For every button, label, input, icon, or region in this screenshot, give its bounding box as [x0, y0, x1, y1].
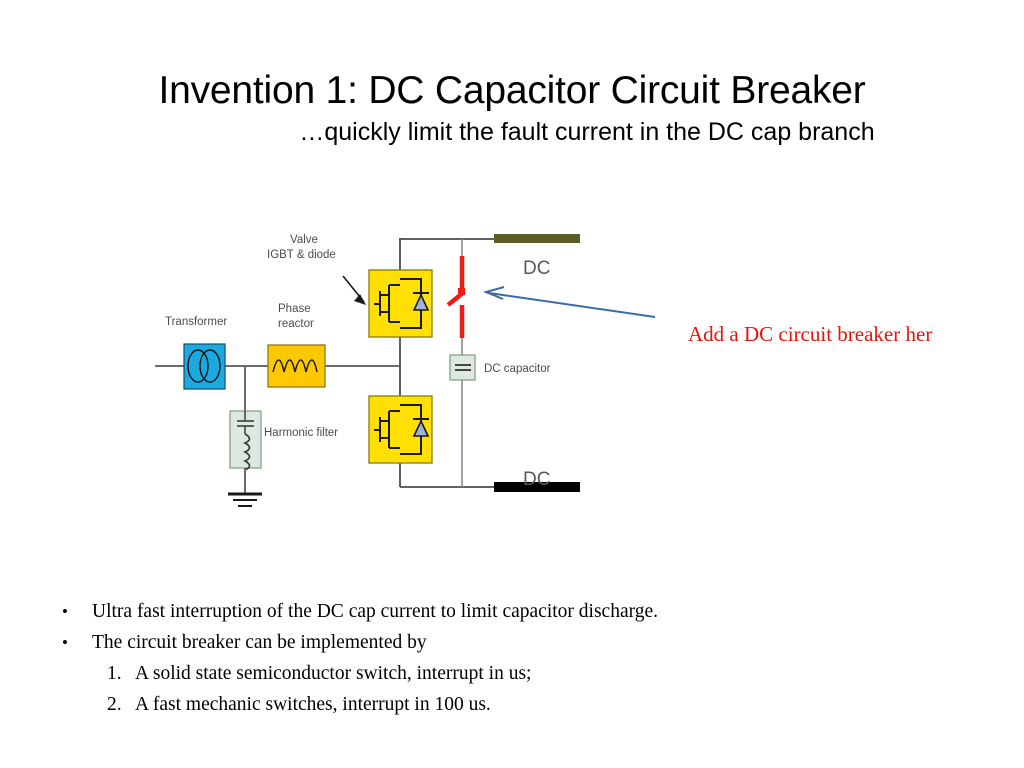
valve-igbt-lower: [368, 395, 433, 464]
list-item: • Ultra fast interruption of the DC cap …: [62, 596, 962, 627]
numbered-text: A fast mechanic switches, interrupt in 1…: [135, 694, 491, 715]
list-item: 1. A solid state semiconductor switch, i…: [62, 658, 962, 689]
dc-bus-top: [494, 234, 580, 243]
dc-capacitor-symbol: [449, 354, 476, 381]
valve-igbt-upper: [368, 269, 433, 338]
bullet-text: Ultra fast interruption of the DC cap cu…: [92, 601, 659, 622]
transformer-symbol: [183, 343, 226, 390]
bullet-list: • Ultra fast interruption of the DC cap …: [62, 596, 962, 720]
numbered-text: A solid state semiconductor switch, inte…: [135, 663, 532, 684]
valve-label-line1: Valve: [290, 234, 318, 246]
number-marker: 2.: [107, 694, 122, 715]
ground-symbol: [228, 492, 262, 507]
dc-bus-bottom: [494, 482, 580, 492]
dc-top-label: DC: [523, 258, 550, 279]
list-item: 2. A fast mechanic switches, interrupt i…: [62, 689, 962, 720]
bullet-marker: •: [62, 633, 68, 652]
valve-label-line2: IGBT & diode: [267, 249, 336, 261]
phase-reactor-label-line2: reactor: [278, 318, 314, 330]
annotation-label: Add a DC circuit breaker her: [688, 322, 933, 346]
phase-reactor-symbol: [267, 344, 326, 388]
bullet-marker: •: [62, 602, 68, 621]
harmonic-filter-symbol: [229, 410, 262, 471]
dc-circuit-breaker-symbol: [446, 256, 466, 338]
list-item: • The circuit breaker can be implemented…: [62, 627, 962, 658]
title-block: Invention 1: DC Capacitor Circuit Breake…: [0, 68, 1024, 147]
annotation-pointer-arrow-icon: [482, 286, 656, 318]
number-marker: 1.: [107, 663, 122, 684]
bullet-text: The circuit breaker can be implemented b…: [92, 632, 427, 653]
harmonic-filter-label: Harmonic filter: [264, 427, 338, 439]
page-title: Invention 1: DC Capacitor Circuit Breake…: [158, 69, 866, 112]
page-subtitle: …quickly limit the fault current in the …: [299, 118, 875, 146]
dc-bottom-label: DC: [523, 469, 550, 490]
transformer-label: Transformer: [165, 316, 227, 328]
valve-pointer-arrow-icon: [342, 275, 366, 305]
dc-capacitor-label: DC capacitor: [484, 363, 551, 375]
phase-reactor-label-line1: Phase: [278, 303, 311, 315]
